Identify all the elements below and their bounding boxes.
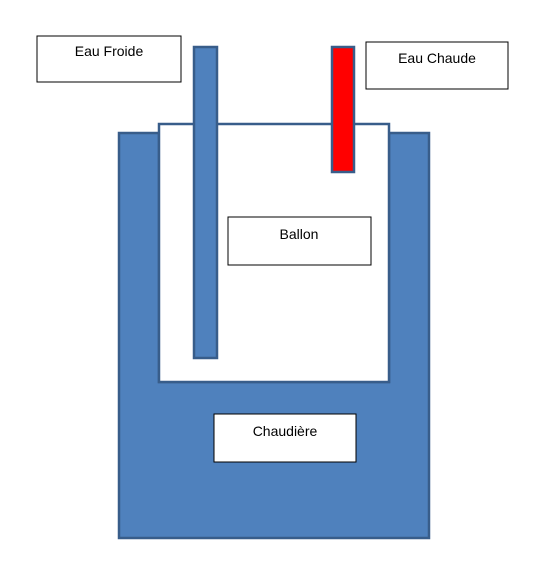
hot-water-pipe xyxy=(330,45,356,174)
hot-water-label: Eau Chaude xyxy=(398,50,476,66)
tank-label-box: Ballon xyxy=(227,216,372,266)
hot-water-label-box: Eau Chaude xyxy=(365,41,509,90)
boiler-label-box: Chaudière xyxy=(213,413,357,463)
cold-water-label: Eau Froide xyxy=(75,43,144,59)
boiler-label: Chaudière xyxy=(253,423,318,439)
cold-water-label-box: Eau Froide xyxy=(36,35,182,83)
tank-label: Ballon xyxy=(280,226,319,242)
cold-water-pipe xyxy=(192,45,219,360)
